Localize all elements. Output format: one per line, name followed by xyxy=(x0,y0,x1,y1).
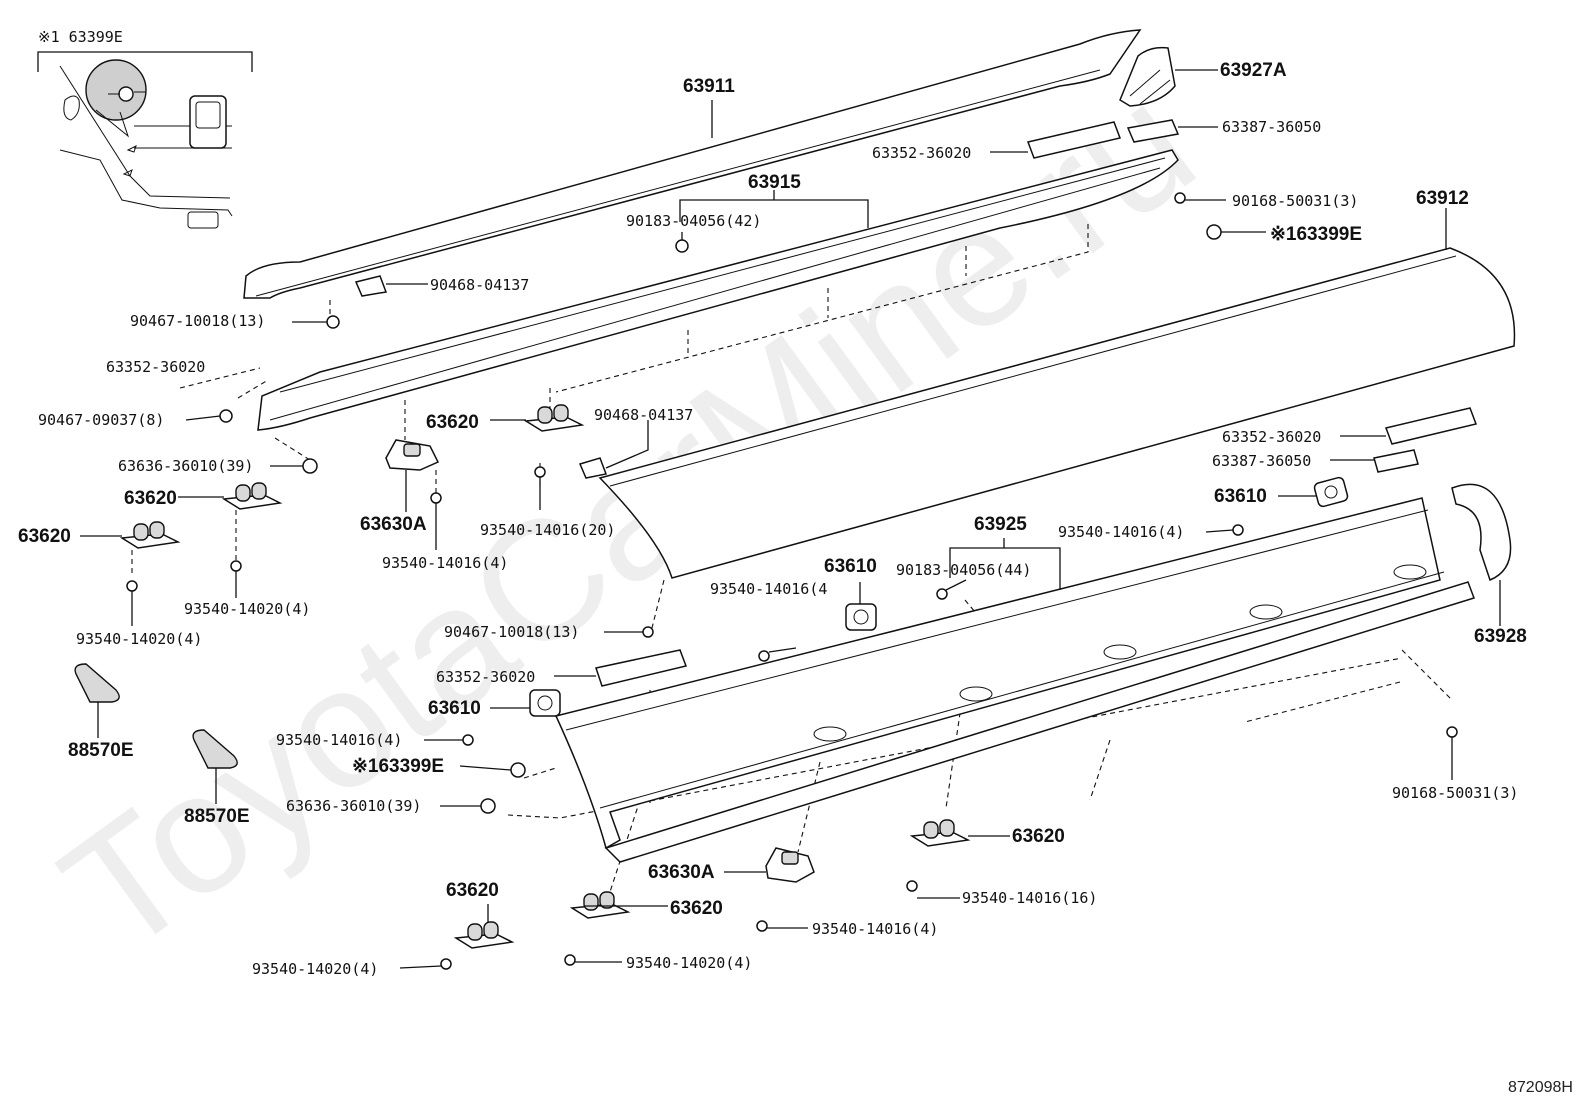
label-63927A: 63927A xyxy=(1220,60,1287,81)
inset-detail: ※1 63399E xyxy=(37,28,253,229)
label-90468-b: 90468-04137 xyxy=(594,406,693,424)
part-63610-grommets xyxy=(490,476,1349,717)
label-63352-right: 63352-36020 xyxy=(1222,428,1321,446)
label-93540-i: 93540-14016(4) xyxy=(812,920,938,938)
label-63912: 63912 xyxy=(1416,188,1469,209)
label-93540-j: 93540-14020(4) xyxy=(626,954,752,972)
label-90168-top: 90168-50031(3) xyxy=(1232,192,1358,210)
part-63387-pad-top xyxy=(1126,119,1218,143)
label-63620-c: 63620 xyxy=(18,526,71,547)
inset-label: ※1 63399E xyxy=(38,28,123,46)
label-90183-top: 90183-04056(42) xyxy=(626,212,761,230)
label-63928: 63928 xyxy=(1474,626,1527,647)
label-63399E-low: ※163399E xyxy=(352,756,444,777)
part-63387-pad-right xyxy=(1330,449,1419,473)
label-93540-e: 93540-14020(4) xyxy=(76,630,202,648)
label-93540-k: 93540-14020(4) xyxy=(252,960,378,978)
label-63915: 63915 xyxy=(748,172,801,193)
label-63387-top: 63387-36050 xyxy=(1222,118,1321,136)
label-63636-b: 63636-36010(39) xyxy=(286,797,421,815)
part-63928-cap xyxy=(1451,483,1512,626)
label-90467-c: 90467-10018(13) xyxy=(444,623,579,641)
label-63620-e: 63620 xyxy=(446,880,499,901)
diagram-code: 872098H xyxy=(1508,1079,1573,1096)
part-63620-clips xyxy=(80,404,1010,949)
label-63620-f: 63620 xyxy=(670,898,723,919)
label-63630A-a: 63630A xyxy=(360,514,427,535)
label-63610-c: 63610 xyxy=(428,698,481,719)
label-93540-b: 93540-14016(4) xyxy=(1058,523,1184,541)
label-90183-mid: 90183-04056(44) xyxy=(896,561,1031,579)
label-63352-top: 63352-36020 xyxy=(872,144,971,162)
label-63620-d: 63620 xyxy=(1012,826,1065,847)
part-63352-pad-top xyxy=(990,121,1122,159)
label-63630A-b: 63630A xyxy=(648,862,715,883)
label-63620-a: 63620 xyxy=(426,412,479,433)
label-63636-a: 63636-36010(39) xyxy=(118,457,253,475)
part-63352-pad-low xyxy=(554,649,688,687)
part-63915-rail xyxy=(257,149,1179,431)
label-63610-b: 63610 xyxy=(824,556,877,577)
label-63911: 63911 xyxy=(683,76,735,97)
part-63927A-cap xyxy=(1119,46,1218,107)
label-93540-a: 93540-14016(20) xyxy=(480,521,615,539)
label-63925: 63925 xyxy=(974,514,1027,535)
callout-labels: 63911 63927A 63387-36050 63352-36020 639… xyxy=(18,60,1527,978)
label-93540-g: 93540-14016(4) xyxy=(276,731,402,749)
dashed-leaders xyxy=(131,224,1453,899)
label-93540-d: 93540-14020(4) xyxy=(184,600,310,618)
fasteners xyxy=(126,192,1458,970)
label-90467-a: 90467-10018(13) xyxy=(130,312,265,330)
label-93540-c: 93540-14016(4) xyxy=(382,554,508,572)
label-63620-b: 63620 xyxy=(124,488,177,509)
part-63925-lower-rail xyxy=(554,497,1475,863)
part-63630A-brackets xyxy=(385,439,815,883)
part-90468-clips xyxy=(354,275,649,479)
label-90168-low: 90168-50031(3) xyxy=(1392,784,1518,802)
label-63352-low: 63352-36020 xyxy=(436,668,535,686)
part-63912-panel xyxy=(598,208,1516,579)
part-88570E-seals xyxy=(74,663,238,804)
label-93540-h: 93540-14016(16) xyxy=(962,889,1097,907)
part-63911-molding xyxy=(243,29,1142,299)
label-88570E-a: 88570E xyxy=(68,740,134,761)
label-88570E-b: 88570E xyxy=(184,806,250,827)
label-90467-b: 90467-09037(8) xyxy=(38,411,164,429)
label-63610-a: 63610 xyxy=(1214,486,1267,507)
part-63352-pad-right xyxy=(1340,407,1478,445)
label-90468-a: 90468-04137 xyxy=(430,276,529,294)
label-63352-left: 63352-36020 xyxy=(106,358,205,376)
label-63399E-right: ※163399E xyxy=(1270,224,1362,245)
label-93540-f: 93540-14016(4 xyxy=(710,580,827,598)
label-63387-right: 63387-36050 xyxy=(1212,452,1311,470)
